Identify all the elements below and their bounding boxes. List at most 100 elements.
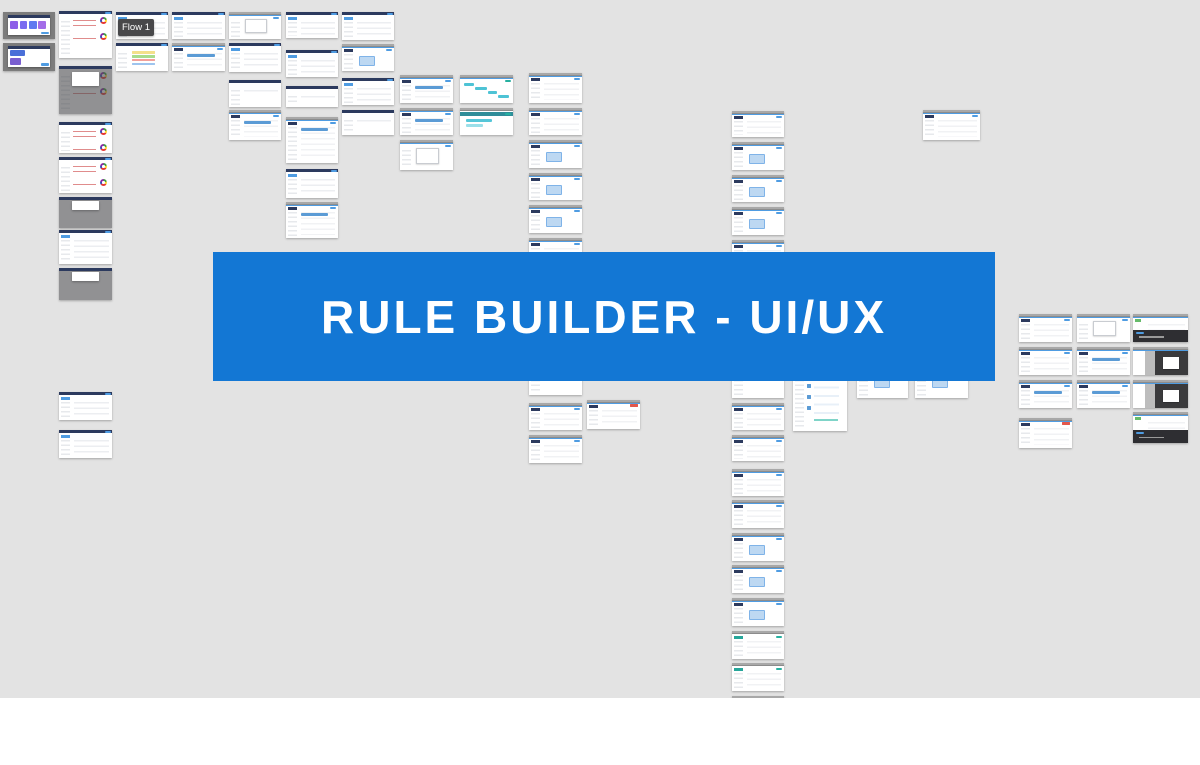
artboard-bluebar[interactable] — [229, 110, 281, 140]
artboard-bluebar[interactable] — [286, 202, 338, 238]
flow-label[interactable]: Flow 1 — [118, 19, 154, 36]
artboard-blank[interactable] — [229, 80, 281, 107]
artboard-bluebar[interactable] — [1077, 380, 1130, 408]
artboard-wg[interactable] — [529, 435, 582, 463]
artboard-w[interactable] — [286, 12, 338, 38]
artboard-w[interactable] — [342, 78, 394, 105]
artboard-ganttdark[interactable] — [460, 108, 513, 135]
sb-shape — [402, 85, 411, 101]
artboard-teal[interactable] — [732, 631, 784, 659]
artboard-modal[interactable] — [229, 12, 281, 39]
artboard-w[interactable] — [342, 12, 394, 40]
bd-shape — [747, 445, 781, 458]
artboard-dashdark[interactable] — [59, 66, 112, 114]
pillR-shape — [574, 77, 580, 80]
artboard-darkover[interactable] — [1133, 380, 1188, 408]
artboard-bluebar[interactable] — [400, 108, 453, 135]
artboard-rows[interactable] — [116, 43, 168, 71]
artboard-wg[interactable] — [923, 110, 980, 140]
artboard-wg[interactable] — [1019, 314, 1072, 342]
artboard-blueblock[interactable] — [342, 44, 394, 71]
design-canvas: RULE BUILDER - UI/UX Flow 1 — [0, 0, 1200, 698]
blThin-shape — [1077, 317, 1130, 319]
artboard-gantt[interactable] — [460, 75, 513, 103]
artboard-wg[interactable] — [732, 696, 784, 698]
artboard-blueblock[interactable] — [529, 205, 582, 233]
artboard-darkover[interactable] — [1133, 347, 1188, 375]
pillR-shape — [160, 43, 167, 46]
blockB-shape — [359, 56, 375, 66]
artboard-panels[interactable] — [3, 43, 55, 71]
artboard-blueblock[interactable] — [732, 533, 784, 561]
gb-shape — [229, 12, 281, 15]
pillT-shape — [505, 79, 511, 82]
artboard-dash[interactable] — [59, 157, 112, 193]
artboard-w[interactable] — [59, 392, 112, 420]
pillR-shape — [776, 146, 782, 149]
artboard-bluebar[interactable] — [286, 117, 338, 163]
artboard-wg[interactable] — [732, 111, 784, 137]
artboard-modal[interactable] — [1077, 314, 1130, 342]
tealHead-shape — [460, 112, 513, 117]
artboard-blueblock[interactable] — [529, 173, 582, 200]
artboard-modal[interactable] — [400, 140, 453, 170]
artboard-dark[interactable] — [59, 197, 112, 228]
artboard-blueblock[interactable] — [732, 142, 784, 170]
artboard-blank[interactable] — [286, 86, 338, 107]
artboard-w[interactable] — [286, 169, 338, 198]
artboard-blank[interactable] — [342, 110, 394, 135]
artboard-bluebar[interactable] — [1019, 380, 1072, 408]
artboard-wg[interactable] — [732, 435, 784, 461]
chipN-shape — [344, 48, 353, 52]
sb-shape — [231, 120, 240, 138]
artboard-bluebar[interactable] — [1077, 347, 1130, 375]
artboard-wg[interactable] — [732, 469, 784, 496]
rl-shape — [73, 184, 96, 185]
sb-shape — [288, 127, 297, 161]
artboard-blueblock[interactable] — [529, 140, 582, 168]
artboard-dark[interactable] — [59, 268, 112, 300]
artboard-w[interactable] — [59, 230, 112, 264]
pillR-shape — [1122, 384, 1128, 387]
artboard-bluebar[interactable] — [400, 75, 453, 103]
artboard-dash[interactable] — [59, 11, 112, 58]
artboard-wg[interactable] — [1019, 347, 1072, 375]
rl-shape — [73, 149, 96, 150]
artboard-blueblock[interactable] — [732, 207, 784, 235]
artboard-wg[interactable] — [529, 403, 582, 430]
artboard-kanban[interactable] — [3, 12, 55, 39]
artboard-blueblock[interactable] — [732, 175, 784, 202]
title-banner[interactable]: RULE BUILDER - UI/UX — [213, 252, 995, 381]
chipN-shape — [531, 439, 540, 443]
artboard-blueblock[interactable] — [732, 565, 784, 593]
artboard-darkband[interactable] — [1133, 314, 1188, 342]
barB-shape — [301, 213, 329, 216]
artboard-w[interactable] — [229, 43, 281, 72]
artboard-w[interactable] — [59, 430, 112, 458]
artboard-dash[interactable] — [59, 122, 112, 153]
chipB-shape — [61, 435, 70, 438]
pillR-shape — [1122, 318, 1128, 321]
pillR-shape — [273, 16, 279, 19]
artboard-w[interactable] — [286, 50, 338, 77]
artboard-redbtn[interactable] — [587, 400, 640, 429]
chipG-shape — [1135, 417, 1141, 420]
artboard-blueblock[interactable] — [732, 598, 784, 626]
artboard-wg[interactable] — [529, 73, 582, 103]
sb-shape — [589, 410, 598, 427]
blockB-shape — [749, 577, 765, 587]
bd-shape — [1034, 357, 1069, 372]
artboard-teal[interactable] — [732, 663, 784, 691]
artboard-w[interactable] — [172, 12, 225, 39]
artboard-wg[interactable] — [529, 108, 582, 135]
artboard-wg[interactable] — [732, 403, 784, 430]
bd-shape — [74, 240, 109, 261]
sb-shape — [61, 240, 70, 262]
gb-shape — [1133, 347, 1188, 350]
bd-shape — [1034, 324, 1069, 339]
artboard-darkband[interactable] — [1133, 412, 1188, 443]
artboard-redbtn[interactable] — [1019, 418, 1072, 448]
artboard-wg[interactable] — [732, 500, 784, 528]
sb-shape — [795, 362, 804, 429]
artboard-bluebar[interactable] — [172, 43, 225, 71]
